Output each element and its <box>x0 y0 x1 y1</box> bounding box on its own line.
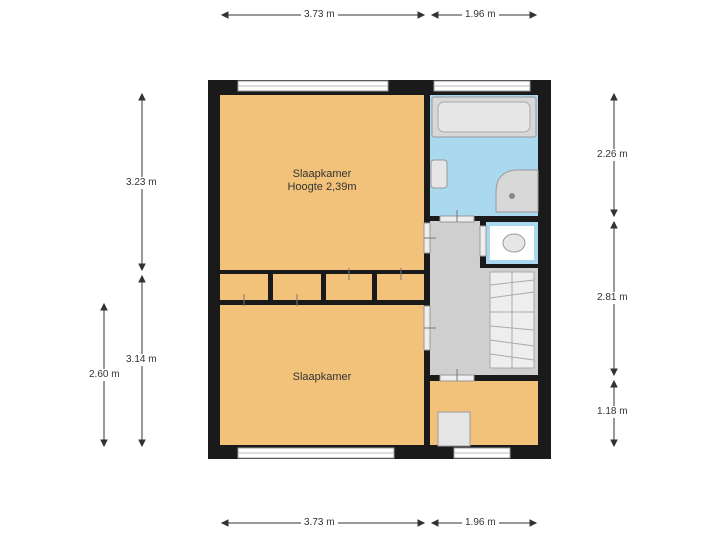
bedroom-top-height: Hoogte 2,39m <box>287 181 357 193</box>
dimension-left-outer: 2.60 m <box>86 369 123 381</box>
bedroom-top-name: Slaapkamer <box>292 168 352 180</box>
bedroom-bottom-name: Slaapkamer <box>292 371 352 383</box>
dimension-right-lower: 1.18 m <box>594 406 631 418</box>
dimension-left-lower: 3.14 m <box>123 354 160 366</box>
dimension-bottom-left: 3.73 m <box>301 517 338 529</box>
dimension-top-right: 1.96 m <box>462 9 499 21</box>
bedroom-bottom-floor <box>220 305 424 445</box>
toilet <box>502 233 526 253</box>
dimension-left-upper: 3.23 m <box>123 177 160 189</box>
bathtub-inner <box>437 101 531 133</box>
washbasin <box>430 159 448 189</box>
storage-fixture <box>437 411 471 447</box>
dimension-bottom-right: 1.96 m <box>462 517 499 529</box>
dimension-top-left: 3.73 m <box>301 9 338 21</box>
dimension-right-middle: 2.81 m <box>594 292 631 304</box>
closet-door-marks <box>243 210 458 381</box>
shower <box>495 169 539 213</box>
dimension-right-upper: 2.26 m <box>594 149 631 161</box>
hallway-floor <box>430 221 480 375</box>
staircase <box>489 271 535 369</box>
bedroom-top-floor <box>220 95 424 270</box>
shower-drain <box>509 193 515 199</box>
window-center-lines <box>238 85 530 454</box>
